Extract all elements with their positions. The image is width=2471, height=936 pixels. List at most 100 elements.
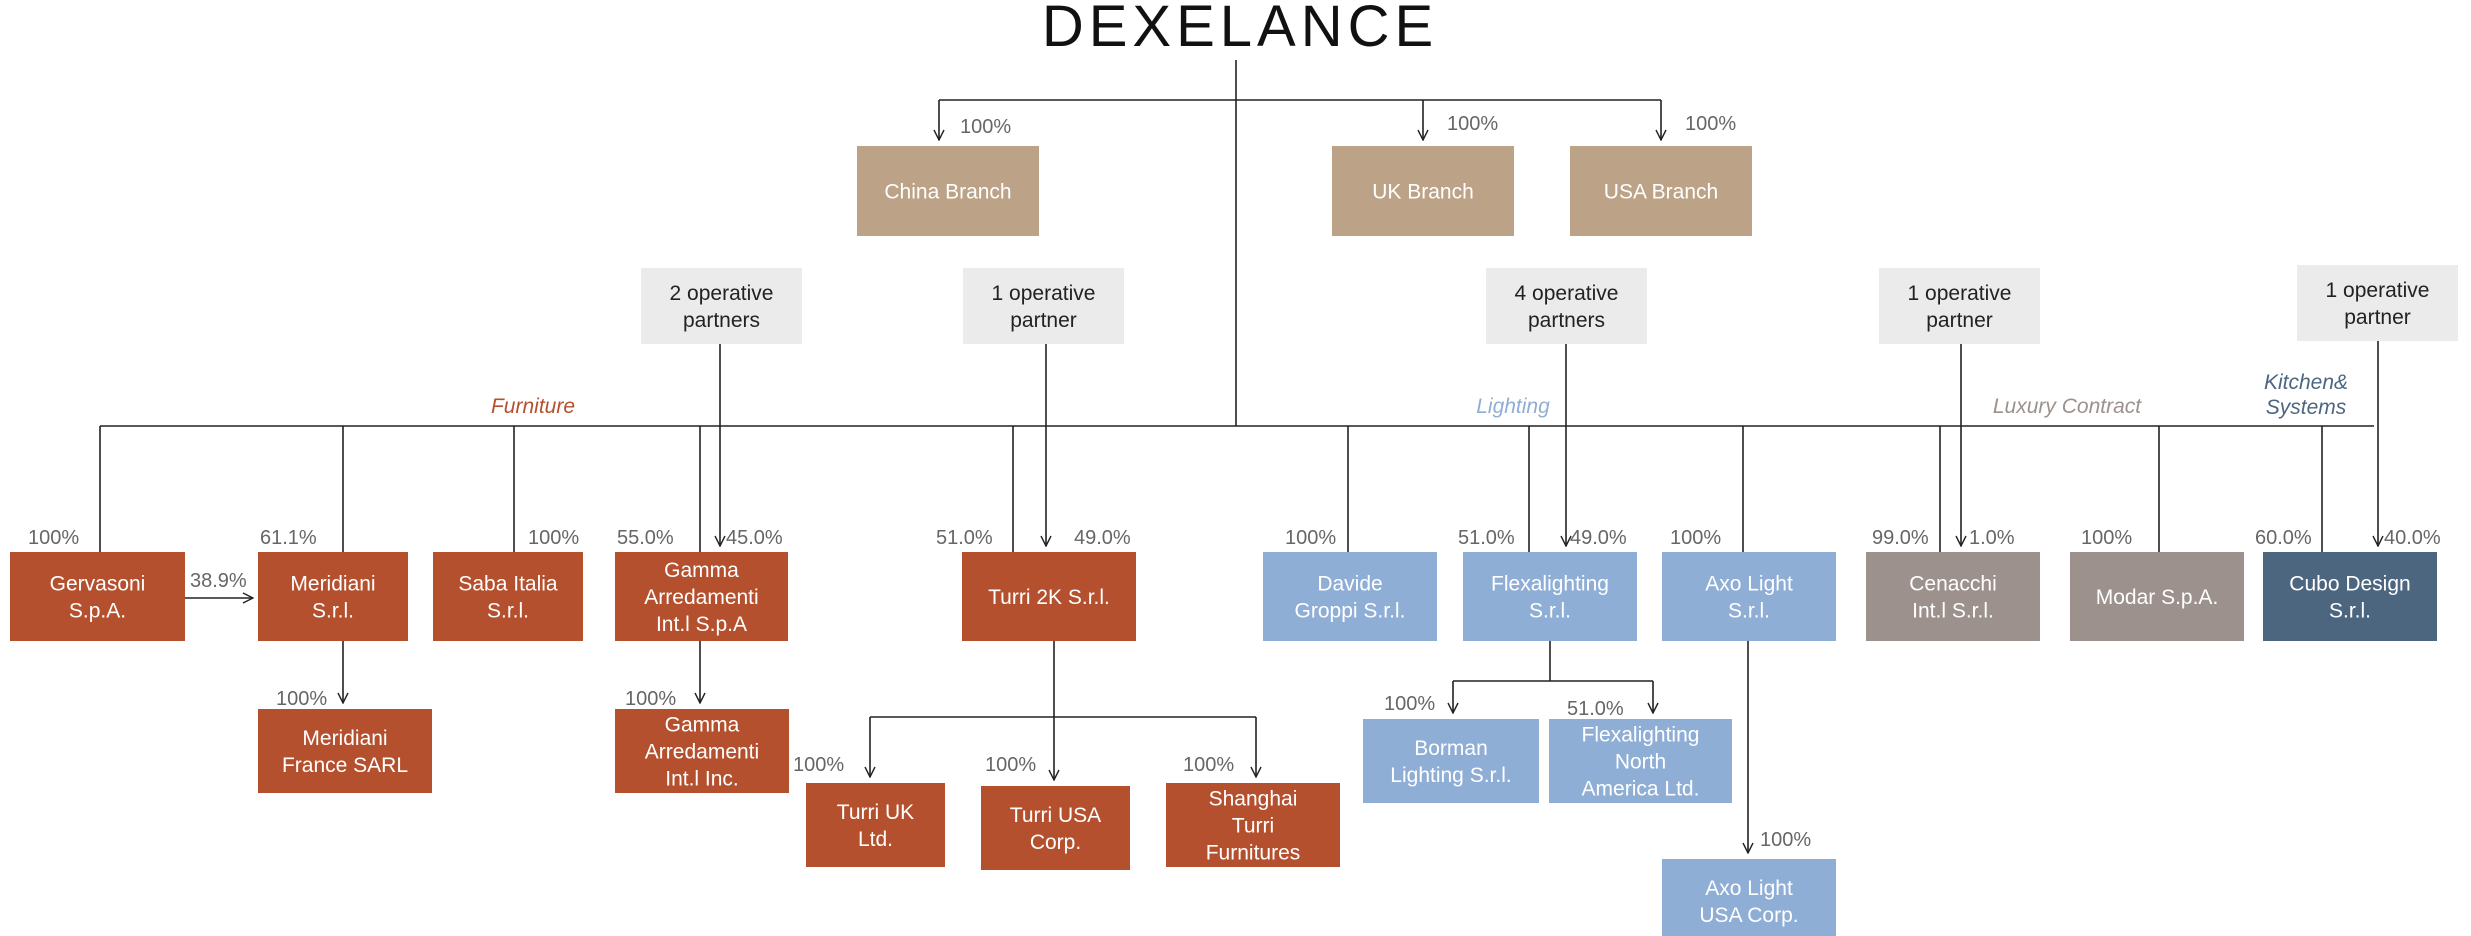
company-flexa-na-label-line: North [1615,751,1666,774]
pct-usa: 100% [1685,113,1736,135]
partner-box-p-cenacchi-box [1879,268,2040,344]
company-turri2k-label-line: Turri 2K S.r.l. [988,586,1110,609]
company-gamma-inc-label-line: Gamma [665,714,740,737]
company-axo-label-line: S.r.l. [1728,600,1770,623]
company-axo-label-line: Axo Light [1705,573,1793,596]
company-gervasoni-label-line: S.p.A. [69,600,126,623]
company-gamma-box [615,552,788,641]
partner-box-p-cubo-box [2297,265,2458,341]
pct-flexa-na: 51.0% [1567,698,1624,720]
company-gervasoni-box [10,552,185,641]
company-meridiani-fr-box [258,709,432,793]
branch-uk: UK Branch [1332,146,1514,236]
partner-box-p-gamma-label-line: 2 operative [670,282,774,305]
partner-box-p-gamma-label-line: partners [683,309,760,332]
partner-box-p-gamma: 2 operative partners [641,268,802,344]
pct-meridiani: 61.1% [260,527,317,549]
branch-usa-box [1570,146,1752,236]
branch-usa-label-line: USA Branch [1604,181,1718,204]
company-davide-label-line: Davide [1317,573,1382,596]
company-saba-box [433,552,583,641]
branch-china: China Branch [857,146,1039,236]
pct-turri-usa: 100% [985,754,1036,776]
company-turri-uk-label-line: Ltd. [858,828,893,851]
company-modar: Modar S.p.A. [2070,552,2244,641]
branch-usa: USA Branch [1570,146,1752,236]
company-shanghai-label-line: Furnitures [1206,841,1301,864]
logo-text: DEXELANCE [1042,0,1438,59]
company-turri-usa-box [981,786,1130,870]
pct-gamma-group: 55.0% [617,527,674,549]
connector-lines [99,60,2378,853]
company-meridiani-label-line: Meridiani [290,573,375,596]
company-borman-label-line: Borman [1414,737,1488,760]
company-flexa-na-label-line: America Ltd. [1582,777,1700,800]
pct-borman: 100% [1384,693,1435,715]
division-kitchen-label-1: Kitchen& [2264,371,2348,394]
pct-gamma-partner: 45.0% [726,527,783,549]
company-meridiani-fr-label-line: Meridiani [302,727,387,750]
partner-box-p-cenacchi-label-line: partner [1926,309,1993,332]
company-cenacchi-label-line: Int.l S.r.l. [1912,600,1994,623]
dexelance-logo: DEXELANCE [1042,0,1438,59]
pct-saba: 100% [528,527,579,549]
partner-box-p-cenacchi: 1 operative partner [1879,268,2040,344]
division-luxury-label: Luxury Contract [1993,395,2142,418]
partner-box-p-gamma-box [641,268,802,344]
company-flexa-label-line: Flexalighting [1491,573,1609,596]
company-shanghai-label-line: Shanghai [1209,788,1298,811]
company-turri2k: Turri 2K S.r.l. [962,552,1136,641]
pct-gamma-inc: 100% [625,688,676,710]
company-meridiani-box [258,552,408,641]
branch-china-label-line: China Branch [884,181,1011,204]
company-meridiani-label-line: S.r.l. [312,600,354,623]
company-flexa-na-box [1549,719,1732,803]
pct-flexa-partner: 49.0% [1570,527,1627,549]
pct-shanghai: 100% [1183,754,1234,776]
pct-turri-uk: 100% [793,754,844,776]
pct-uk: 100% [1447,113,1498,135]
pct-gervasoni: 100% [28,527,79,549]
company-saba-label-line: S.r.l. [487,600,529,623]
company-gamma-inc-box [615,709,789,793]
company-saba-label-line: Saba Italia [458,573,558,596]
company-axo-usa-label-line: USA Corp. [1699,904,1798,927]
pct-cubo-partner: 40.0% [2384,527,2441,549]
pct-flexa-group: 51.0% [1458,527,1515,549]
company-shanghai-box [1166,783,1340,867]
partner-box-p-flexa-label-line: partners [1528,309,1605,332]
partner-box-p-turri-box [963,268,1124,344]
company-borman-box [1363,719,1539,803]
company-modar-box [2070,552,2244,641]
pct-turri-group: 51.0% [936,527,993,549]
partner-box-p-cenacchi-label-line: 1 operative [1908,282,2012,305]
pct-meridiani-fr: 100% [276,688,327,710]
partner-box-p-turri-label-line: 1 operative [992,282,1096,305]
company-gamma-label-line: Int.l S.p.A [656,613,747,636]
company-turri2k-box [962,552,1136,641]
company-gamma-inc-label-line: Int.l Inc. [665,767,739,790]
pct-cenacchi-partner: 1.0% [1969,527,2015,549]
company-gamma-label-line: Gamma [664,559,739,582]
company-modar-label-line: Modar S.p.A. [2096,586,2219,609]
pct-axo-usa: 100% [1760,829,1811,851]
branch-uk-label-line: UK Branch [1372,181,1474,204]
pct-cubo-group: 60.0% [2255,527,2312,549]
company-cubo-label-line: Cubo Design [2289,573,2410,596]
company-axo-usa-box [1662,859,1836,936]
company-davide-label-line: Groppi S.r.l. [1295,600,1406,623]
pct-davide: 100% [1285,527,1336,549]
